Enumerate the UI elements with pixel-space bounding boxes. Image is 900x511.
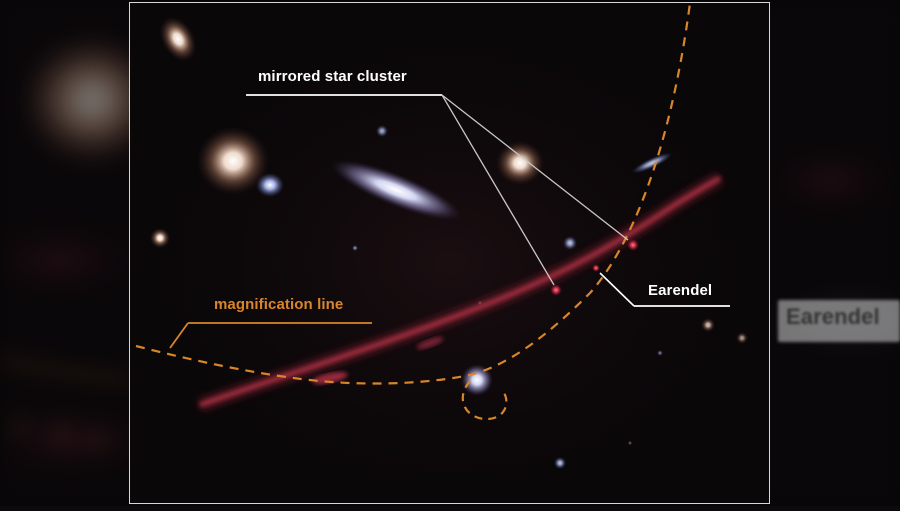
earendel-star (592, 264, 600, 272)
blue-star-left (256, 173, 284, 197)
background-ghost-label (778, 300, 900, 342)
mirrored-leader-lower (441, 94, 555, 286)
cluster-knot-lower (550, 284, 562, 296)
magnification-line (135, 3, 692, 385)
galaxy-left (197, 127, 269, 195)
space-image (129, 2, 770, 504)
earendel-leader (599, 272, 635, 307)
edge-on-galaxy (330, 159, 462, 221)
galaxy-center-right (496, 141, 544, 185)
magnification-line-label: magnification line (214, 296, 344, 313)
earendel-label: Earendel (648, 282, 713, 299)
star-left-small (150, 228, 170, 248)
magnification-loop (461, 380, 508, 421)
cluster-knot-upper (627, 239, 639, 251)
bright-star-bottom (461, 364, 493, 396)
blue-streak (631, 152, 673, 174)
magnification-leader (169, 322, 189, 349)
mirrored-star-cluster-label: mirrored star cluster (258, 68, 407, 85)
lensed-arc (199, 176, 722, 407)
galaxy-top-left (159, 16, 197, 62)
mirrored-leader-upper (441, 94, 629, 241)
background-ghost-text: Earendel (786, 304, 880, 329)
